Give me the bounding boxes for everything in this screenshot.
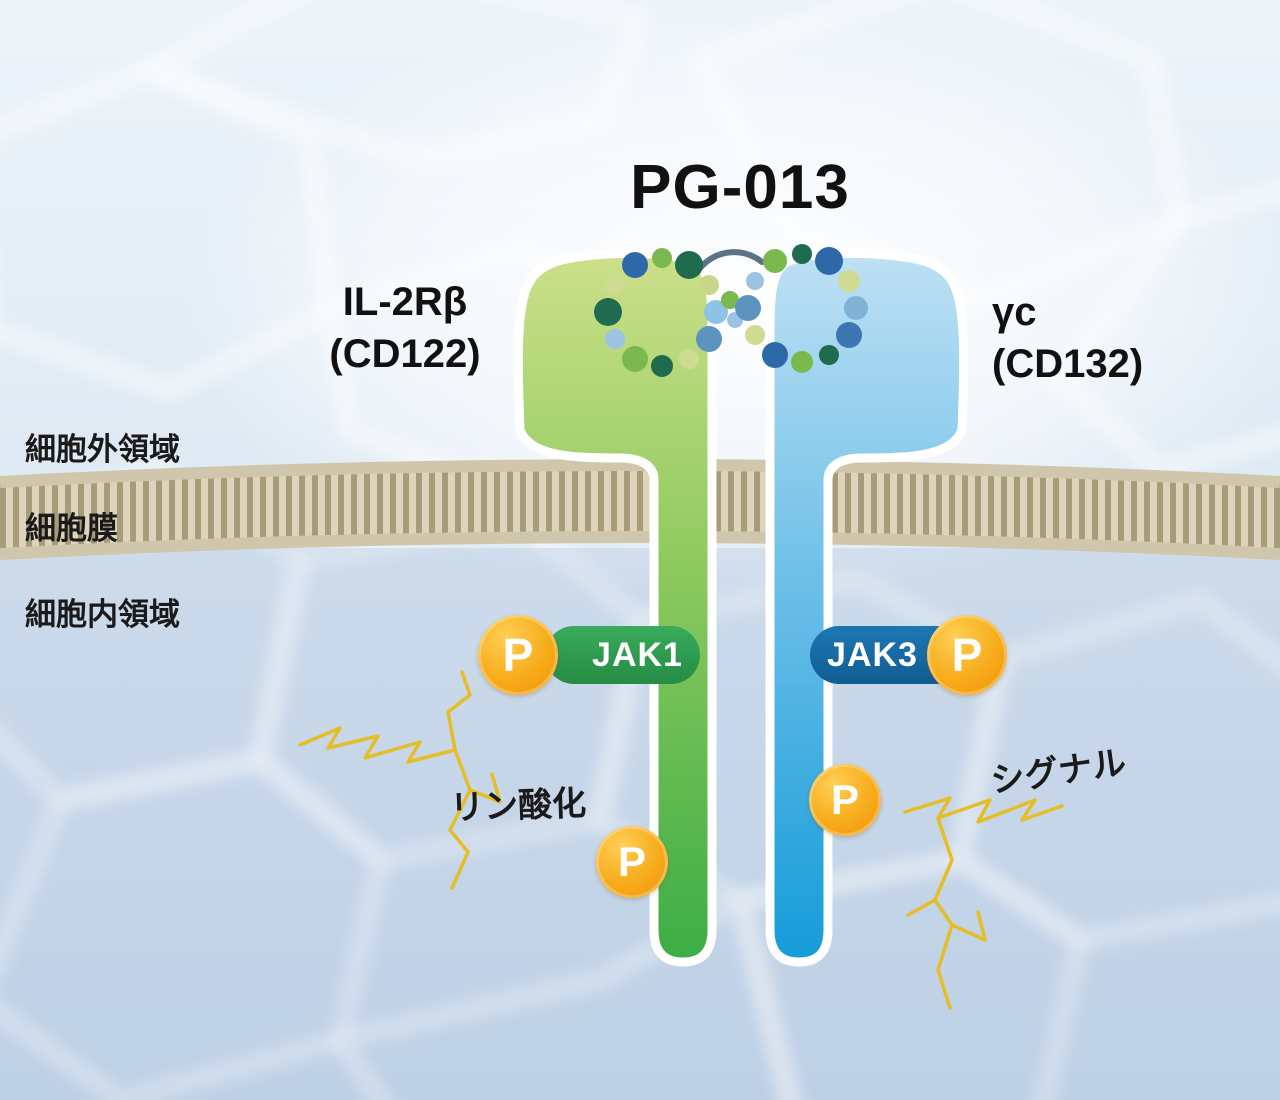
receptor-il2rb-shape — [513, 248, 717, 967]
jak3-label: JAK3 — [827, 635, 918, 674]
receptor-gc-id: (CD132) — [992, 342, 1144, 386]
phospho-badge-il2rb-tail: P — [596, 826, 668, 898]
phospho-letter: P — [951, 629, 983, 681]
region-label-membrane: 細胞膜 — [25, 511, 118, 546]
cell-membrane-band — [0, 459, 1280, 560]
phospho-letter: P — [502, 629, 534, 681]
region-label-extracellular: 細胞外領域 — [25, 432, 180, 467]
phosphorylation-label: リン酸化 — [449, 784, 587, 828]
phospho-badge-gc-tail: P — [809, 764, 881, 836]
receptor-gc-name: γc — [992, 290, 1037, 334]
receptor-il2rb-name: IL-2Rβ — [342, 280, 468, 324]
pg013-molecule — [594, 244, 868, 377]
phospho-letter: P — [617, 838, 646, 885]
receptor-il2rb-id: (CD122) — [329, 332, 481, 376]
lightning-signal — [903, 796, 1064, 1010]
phospho-letter: P — [830, 776, 859, 823]
receptor-il2rb-label: IL-2Rβ (CD122) — [300, 276, 510, 380]
jak1-pill: JAK1 — [545, 626, 700, 684]
drug-title: PG-013 — [630, 153, 850, 222]
jak1-label: JAK1 — [592, 635, 683, 674]
lightning-phosphorylation — [298, 670, 502, 890]
region-label-intracellular: 細胞内領域 — [25, 597, 180, 632]
phospho-badge-jak3: P — [927, 615, 1007, 695]
phospho-badge-jak1: P — [478, 615, 558, 695]
receptor-gc-label: γc (CD132) — [992, 286, 1212, 390]
